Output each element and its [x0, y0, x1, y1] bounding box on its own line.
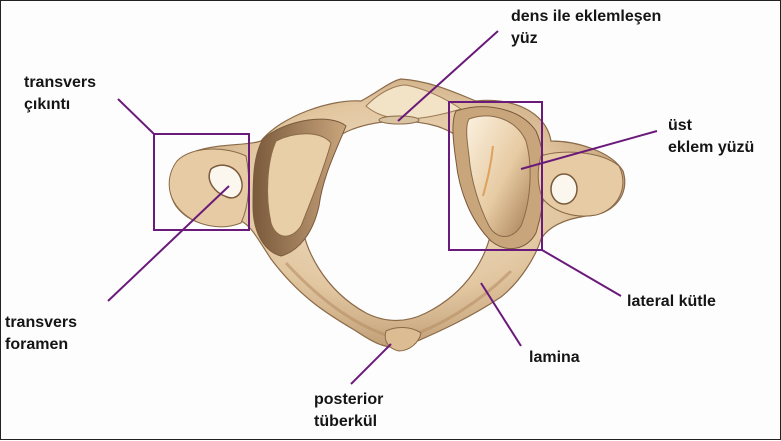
leader-transverse-foramen — [108, 186, 229, 301]
label-transverse-foramen-line1: transvers — [5, 312, 77, 334]
label-superior-facet-line1: üst — [668, 115, 754, 137]
leader-posterior-tubercle — [351, 344, 391, 384]
label-superior-facet: üst eklem yüzü — [668, 115, 754, 159]
label-dens-facet-line1: dens ile eklemleşen — [511, 6, 661, 28]
label-dens-facet: dens ile eklemleşen yüz — [511, 6, 661, 50]
label-transverse-foramen-line2: foramen — [5, 334, 77, 356]
label-posterior-tubercle-line2: tüberkül — [314, 411, 383, 433]
label-transverse-process: transvers çıkıntı — [24, 72, 96, 116]
label-superior-facet-line2: eklem yüzü — [668, 137, 754, 159]
label-lateral-mass-line1: lateral kütle — [627, 291, 716, 313]
label-lamina: lamina — [529, 347, 580, 369]
label-lamina-line1: lamina — [529, 347, 580, 369]
label-lateral-mass: lateral kütle — [627, 291, 716, 313]
label-posterior-tubercle-line1: posterior — [314, 389, 383, 411]
leader-transverse-process — [118, 99, 154, 134]
posterior-tubercle-shape — [385, 327, 421, 351]
label-transverse-process-line2: çıkıntı — [24, 94, 96, 116]
right-transverse-foramen — [551, 174, 577, 204]
label-dens-facet-line2: yüz — [511, 28, 661, 50]
label-transverse-process-line1: transvers — [24, 72, 96, 94]
atlas-bone — [169, 79, 625, 351]
label-posterior-tubercle: posterior tüberkül — [314, 389, 383, 433]
label-transverse-foramen: transvers foramen — [5, 312, 77, 356]
leader-lateral-mass — [542, 250, 621, 296]
